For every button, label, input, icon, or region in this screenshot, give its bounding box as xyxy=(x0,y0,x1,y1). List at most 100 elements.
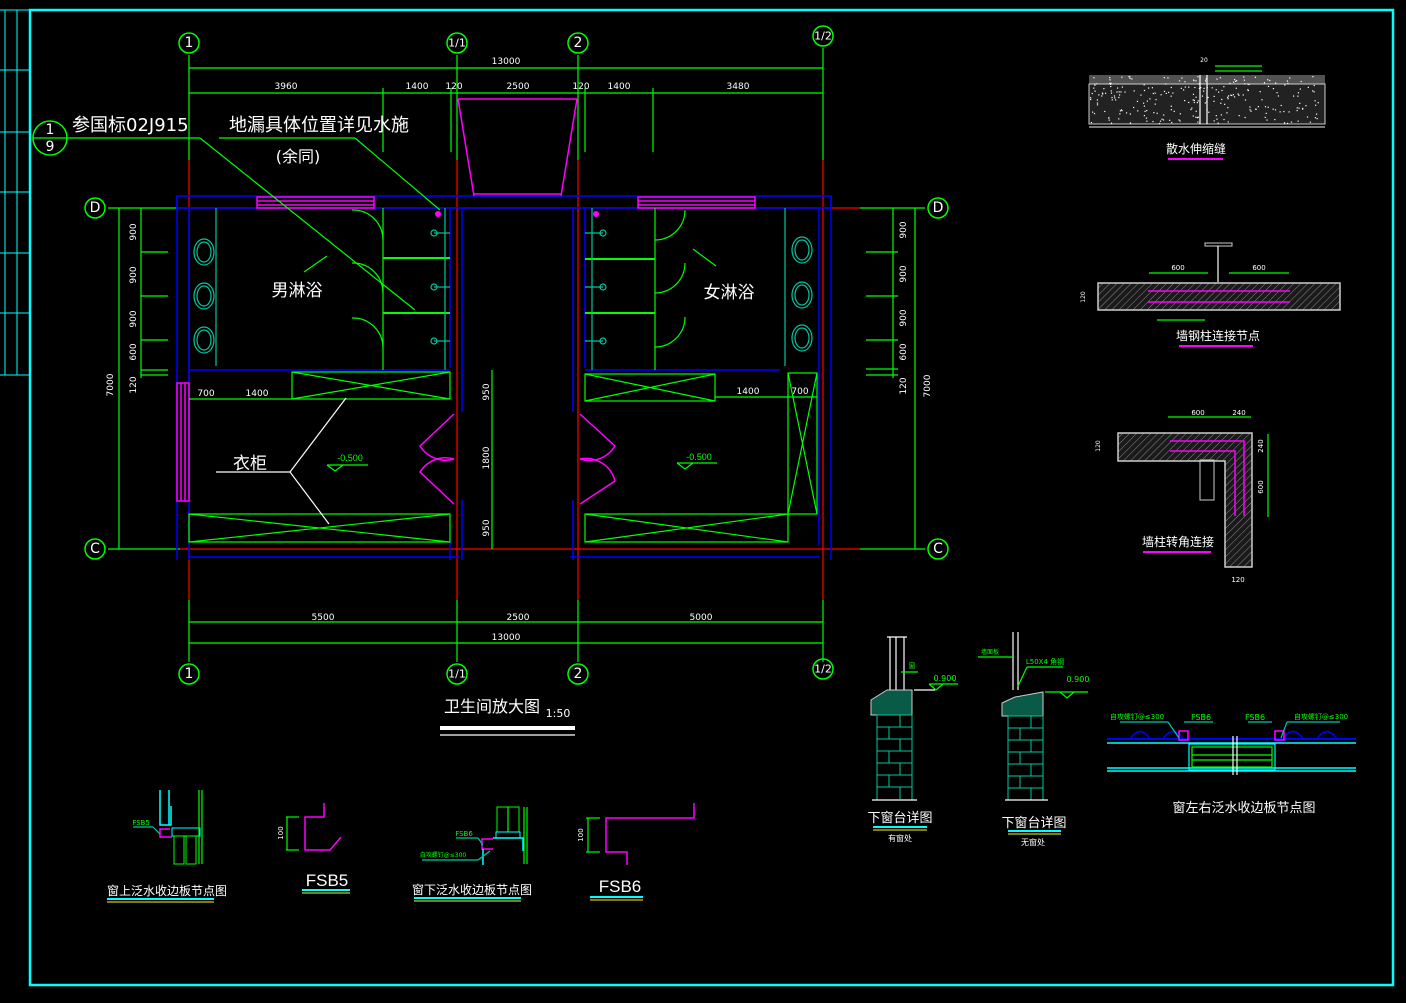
speckle-dot xyxy=(1184,81,1186,83)
speckle-dot xyxy=(1254,76,1257,78)
speckle-dot xyxy=(1152,120,1154,123)
detail-sill-with-window: 窗 0.900 下窗台详图 有窗处 xyxy=(867,636,958,843)
speckle-dot xyxy=(1305,105,1307,107)
speckle-dot xyxy=(1223,118,1225,121)
speckle-dot xyxy=(1283,122,1286,124)
dim-bottom-seg: 5000 xyxy=(690,613,713,623)
dim-inner-right: 700 xyxy=(791,387,808,397)
speckle-dot xyxy=(1151,87,1153,89)
speckle-dot xyxy=(1224,103,1226,105)
speckle-dot xyxy=(1197,76,1199,78)
speckle-dot xyxy=(1213,95,1215,98)
plan-scale: 1:50 xyxy=(546,707,571,720)
speckle-dot xyxy=(1198,83,1200,85)
dim-left: 900 xyxy=(129,223,139,240)
speckle-dot xyxy=(1196,102,1198,104)
wardrobe-leader xyxy=(216,397,347,525)
dim-inner-right: 1400 xyxy=(737,387,760,397)
speckle-dot xyxy=(1269,79,1271,82)
speckle-dot xyxy=(1192,115,1194,117)
speckle-dot xyxy=(1197,116,1199,118)
speckle-dot xyxy=(1250,110,1252,112)
speckle-dot xyxy=(1316,117,1318,120)
speckle-dot xyxy=(1170,95,1172,97)
speckle-dot xyxy=(1145,117,1148,119)
speckle-dot xyxy=(1238,114,1240,117)
speckle-dot xyxy=(1286,122,1289,124)
svg-text:1: 1 xyxy=(46,122,55,138)
speckle-dot xyxy=(1184,86,1186,88)
svg-text:100: 100 xyxy=(577,828,585,841)
speckle-dot xyxy=(1267,79,1269,81)
speckle-dot xyxy=(1301,108,1304,110)
speckle-dot xyxy=(1234,80,1237,82)
detail-title: 散水伸缩缝 xyxy=(1166,141,1226,156)
speckle-dot xyxy=(1218,91,1220,93)
speckle-dot xyxy=(1183,89,1185,91)
speckle-dot xyxy=(1172,92,1174,94)
speckle-dot xyxy=(1227,121,1229,123)
svg-text:20: 20 xyxy=(1200,57,1208,64)
speckle-dot xyxy=(1249,109,1251,111)
speckle-dot xyxy=(1208,111,1210,113)
speckle-dot xyxy=(1292,95,1295,97)
speckle-dot xyxy=(1307,86,1309,88)
speckle-dot xyxy=(1193,101,1195,104)
speckle-dot xyxy=(1244,83,1246,85)
speckle-dot xyxy=(1143,115,1145,117)
note-leader-standard-diag xyxy=(199,137,416,311)
speckle-dot xyxy=(1149,98,1151,100)
speckle-dot xyxy=(1118,91,1120,93)
room-label-men-shower: 男淋浴 xyxy=(272,281,323,301)
speckle-dot xyxy=(1091,92,1093,95)
walls xyxy=(176,195,832,560)
svg-text:240: 240 xyxy=(1232,409,1245,417)
speckle-dot xyxy=(1091,111,1094,113)
speckle-dot xyxy=(1163,77,1165,79)
speckle-dot xyxy=(1232,81,1235,83)
svg-text:自攻螺钉@≤300: 自攻螺钉@≤300 xyxy=(420,851,467,859)
dim-right-total: 7000 xyxy=(923,374,933,397)
detail-side-flashing: 自攻螺钉@≤300 FSB6 FSB6 自攻螺钉@≤300 窗左右泛水收边板节点… xyxy=(1107,712,1356,816)
speckle-dot xyxy=(1096,104,1099,106)
speckle-dot xyxy=(1090,121,1093,124)
speckle-dot xyxy=(1109,83,1112,85)
detail-fsb5: 100 FSB5 xyxy=(277,803,350,894)
dim-right: 900 xyxy=(899,265,909,282)
speckle-dot xyxy=(1102,93,1104,95)
speckle-dot xyxy=(1156,112,1158,114)
svg-text:D: D xyxy=(90,200,101,216)
dim-right: 600 xyxy=(899,343,909,360)
detail-sill-no-window: 墙面板 L50X4 角钢 0.900 下窗台详图 无窗处 xyxy=(978,632,1089,847)
axis-bubble-C-right: C xyxy=(927,538,949,560)
speckle-dot xyxy=(1312,76,1314,78)
speckle-dot xyxy=(1265,112,1267,114)
dim-door: 1800 xyxy=(482,446,492,469)
speckle-dot xyxy=(1213,100,1215,102)
speckle-dot xyxy=(1104,110,1106,113)
speckle-dot xyxy=(1272,108,1274,110)
axis-bubble-1-bottom: 1 xyxy=(178,663,200,685)
speckle-dot xyxy=(1213,120,1215,122)
speckle-dot xyxy=(1298,107,1300,109)
svg-text:120: 120 xyxy=(1231,576,1244,584)
svg-text:120: 120 xyxy=(1095,440,1102,452)
svg-text:1/1: 1/1 xyxy=(448,37,466,50)
main-floor-plan: 1 1/1 2 1/2 1 1/1 2 1/2 D D C C 13000 39… xyxy=(32,25,949,736)
speckle-dot xyxy=(1237,93,1239,95)
dim-door: 950 xyxy=(482,383,492,400)
speckle-dot xyxy=(1247,83,1249,85)
speckle-dot xyxy=(1267,106,1269,108)
speckle-dot xyxy=(1167,77,1169,79)
speckle-dot xyxy=(1120,91,1122,93)
speckle-dot xyxy=(1115,99,1117,101)
speckle-dot xyxy=(1267,85,1270,88)
axis-bubble-1-top: 1 xyxy=(178,32,200,54)
speckle-dot xyxy=(1247,89,1249,91)
speckle-dot xyxy=(1096,99,1098,101)
speckle-dot xyxy=(1198,87,1200,90)
speckle-dot xyxy=(1216,118,1218,120)
detail-subtitle: 有窗处 xyxy=(888,833,912,843)
speckle-dot xyxy=(1316,113,1318,115)
